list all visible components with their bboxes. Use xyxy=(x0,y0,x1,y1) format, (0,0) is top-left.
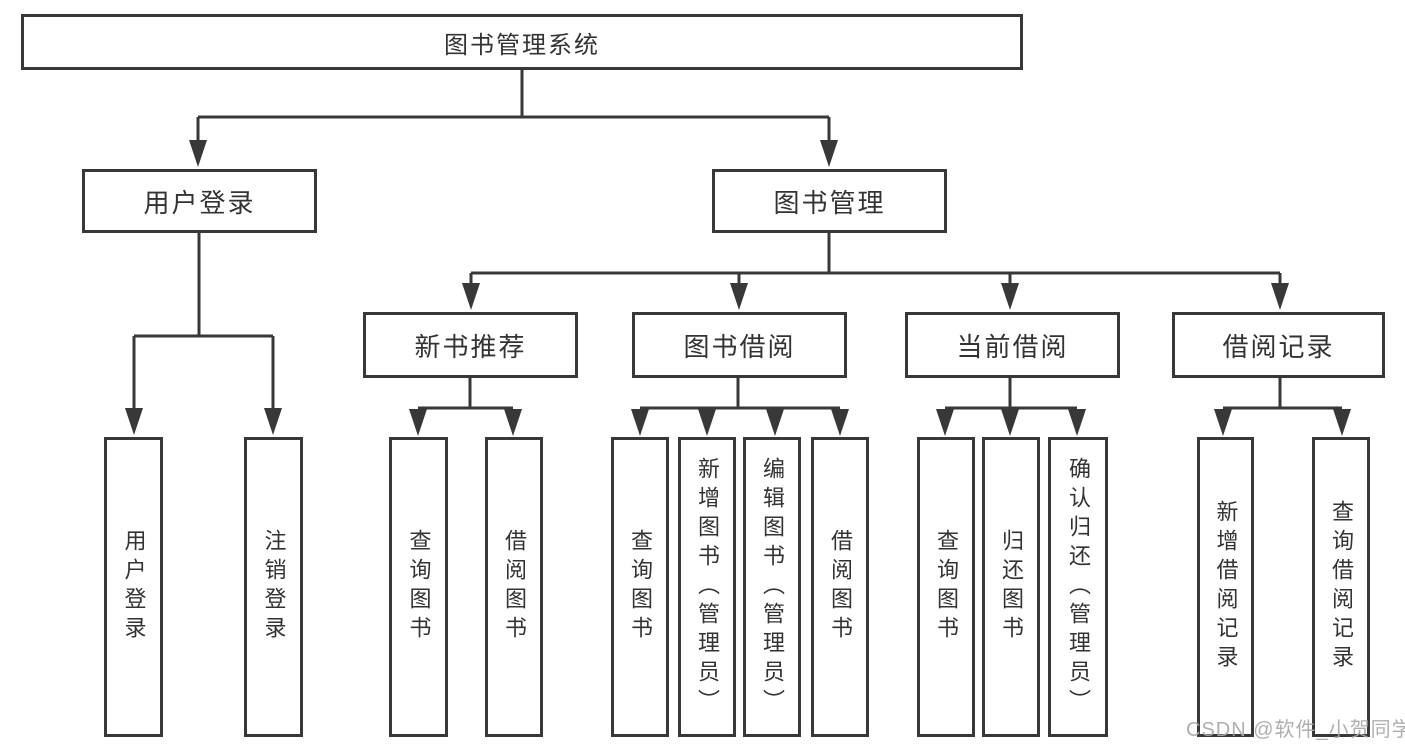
arrowhead xyxy=(125,408,143,435)
module-current-borrow: 当前借阅 xyxy=(905,312,1120,378)
module-borrow-records: 借阅记录 xyxy=(1172,312,1385,378)
leaf-label: 确认归还（管理员） xyxy=(1066,456,1091,718)
arrowhead xyxy=(504,409,522,436)
leaf-add-borrow-record: 新增借阅记录 xyxy=(1197,437,1254,737)
arrowhead xyxy=(698,409,716,436)
connector-user-login xyxy=(125,233,282,435)
leaf-label: 用户登录 xyxy=(121,529,147,645)
connector-borrow-records xyxy=(1214,378,1351,436)
arrowhead xyxy=(264,408,282,435)
arrowhead xyxy=(409,409,427,436)
connector-new-book-recommend xyxy=(409,378,522,436)
arrowhead xyxy=(1068,409,1086,436)
arrowhead xyxy=(730,283,748,310)
leaf-label: 新增图书（管理员） xyxy=(695,456,720,718)
leaf-query-books-borrow: 查询图书 xyxy=(611,437,669,737)
root-node-system-title: 图书管理系统 xyxy=(21,14,1023,70)
arrowhead xyxy=(766,409,784,436)
leaf-label: 新增借阅记录 xyxy=(1213,500,1239,674)
connector-book-management xyxy=(462,233,1289,310)
arrowhead xyxy=(1001,283,1019,310)
csdn-watermark: CSDN @软件_小贺同学 xyxy=(1186,719,1405,741)
leaf-query-books-current: 查询图书 xyxy=(917,437,975,737)
branch-user-login: 用户登录 xyxy=(82,169,317,233)
arrowhead xyxy=(631,409,649,436)
leaf-label: 查询图书 xyxy=(406,529,432,645)
leaf-label: 借阅图书 xyxy=(828,529,853,645)
arrowhead xyxy=(936,409,954,436)
arrowhead xyxy=(831,409,849,436)
module-book-borrow: 图书借阅 xyxy=(632,312,847,378)
leaf-label: 注销登录 xyxy=(261,529,287,645)
arrowhead xyxy=(462,283,480,310)
module-new-book-recommend: 新书推荐 xyxy=(363,312,578,378)
leaf-add-books-admin: 新增图书（管理员） xyxy=(678,437,736,737)
leaf-return-books: 归还图书 xyxy=(982,437,1040,737)
leaf-query-borrow-record: 查询借阅记录 xyxy=(1312,437,1370,737)
branch-book-management: 图书管理 xyxy=(712,169,947,233)
leaf-label: 查询借阅记录 xyxy=(1329,500,1354,674)
arrowhead xyxy=(1333,409,1351,436)
arrowhead xyxy=(1214,409,1232,436)
connector-current-borrow xyxy=(936,378,1086,436)
leaf-label: 编辑图书（管理员） xyxy=(760,456,785,718)
leaf-borrow-books-recommend: 借阅图书 xyxy=(485,437,543,737)
leaf-edit-books-admin: 编辑图书（管理员） xyxy=(743,437,801,737)
connector-book-borrow xyxy=(631,378,849,436)
arrowhead xyxy=(189,140,207,167)
leaf-label: 查询图书 xyxy=(934,529,959,645)
leaf-logout: 注销登录 xyxy=(244,437,303,737)
leaf-label: 归还图书 xyxy=(999,529,1024,645)
arrowhead xyxy=(820,140,838,167)
leaf-user-login: 用户登录 xyxy=(104,437,163,737)
leaf-label: 借阅图书 xyxy=(502,529,527,645)
arrowhead xyxy=(1001,409,1019,436)
leaf-confirm-return-admin: 确认归还（管理员） xyxy=(1048,437,1108,737)
leaf-label: 查询图书 xyxy=(628,529,653,645)
arrowhead xyxy=(1271,283,1289,310)
leaf-borrow-books: 借阅图书 xyxy=(811,437,869,737)
leaf-query-books-recommend: 查询图书 xyxy=(389,437,448,737)
connector-root xyxy=(189,69,838,167)
